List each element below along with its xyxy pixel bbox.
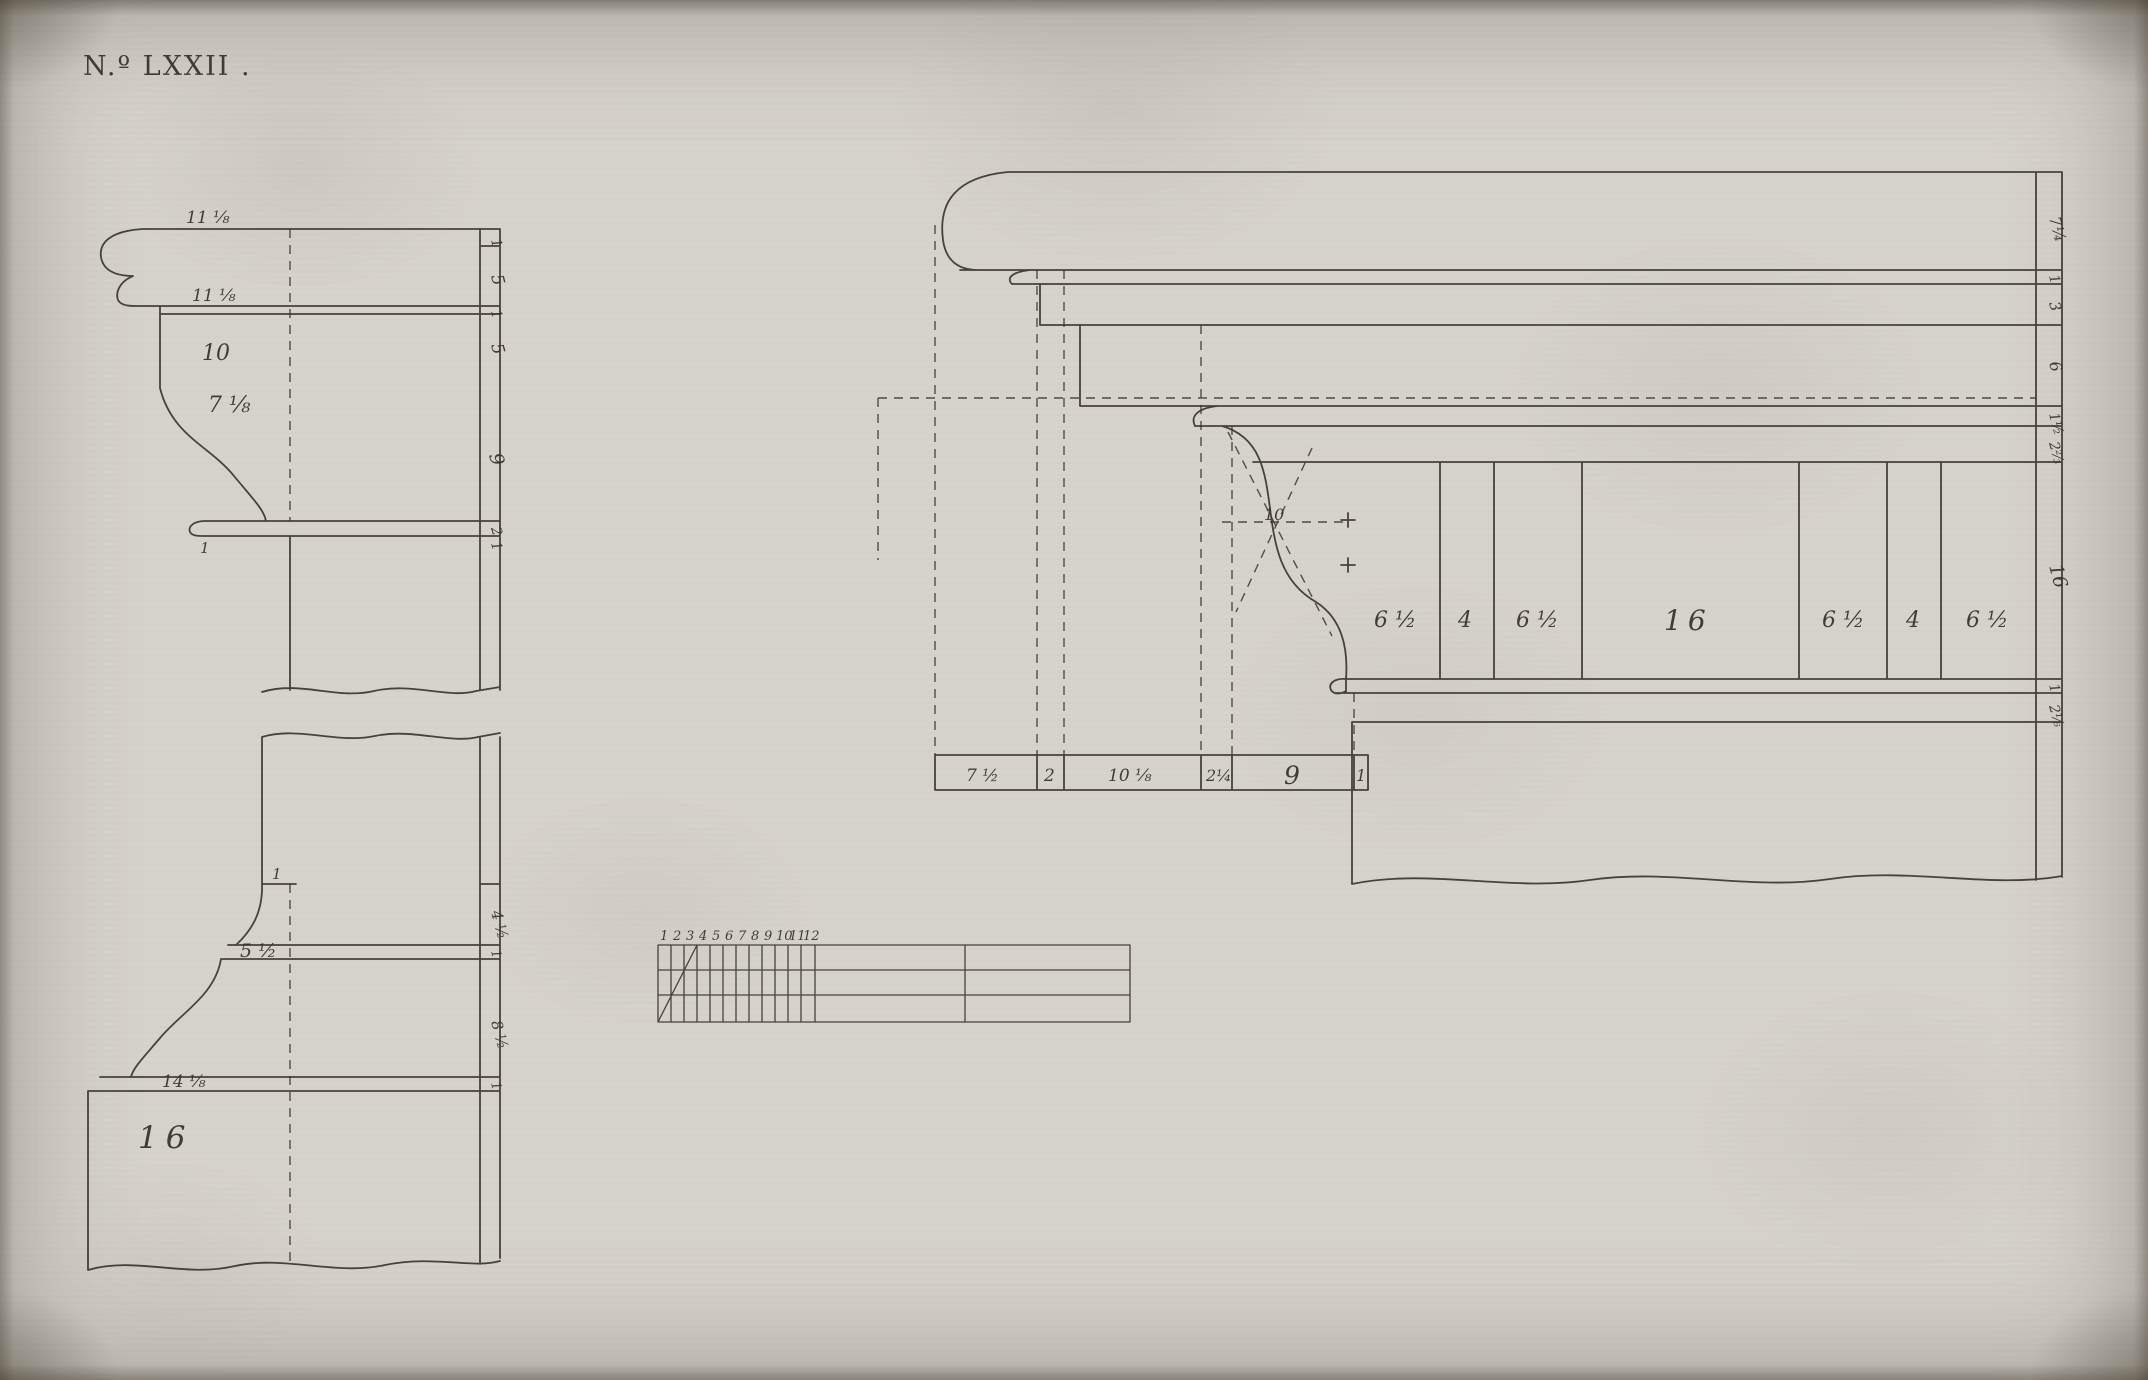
plan-outline <box>934 171 2063 885</box>
strip-dim-label: 16 <box>2044 562 2072 591</box>
left-profile-outline <box>87 228 501 1271</box>
strip-dim-label: 2¼ <box>1205 766 1232 785</box>
strip-dim-label: 7 ½ <box>966 766 999 786</box>
modillion-dim-label: 6 ½ <box>1516 608 1558 633</box>
strip-dim-label: 4 ½ <box>487 907 512 941</box>
left-profile-figure: 11 ⅛ 11 ⅛ 10 7 ⅛ 1 1 5 ½ 14 ⅛ 16 1 5 1 5… <box>87 208 512 1271</box>
scale-number: 11 <box>789 929 806 944</box>
strip-dim-label: 1 <box>487 948 504 960</box>
modillion-dim-label: 6 ½ <box>1966 608 2008 633</box>
strip-dim-label: 1 <box>487 540 505 553</box>
scale-number: 9 <box>764 929 772 944</box>
scale-number: 10 <box>776 929 793 944</box>
dim-label: 7 ⅛ <box>208 393 251 418</box>
scale-bar-grid <box>657 944 1131 1023</box>
modillion-dim-label: 16 <box>1664 604 1712 637</box>
scale-number: 1 <box>660 929 668 944</box>
dim-label: 10 <box>202 341 230 366</box>
scale-number: 2 <box>672 929 681 944</box>
strip-dim-label: 2 <box>487 524 505 538</box>
strip-dim-label: 2⅔ <box>2045 439 2067 466</box>
strip-dim-label: 1 <box>1356 766 1366 785</box>
strip-dim-label: 6 <box>2045 359 2066 374</box>
strip-dim-label: 9 <box>484 451 508 468</box>
plate-number: N.º LXXII . <box>83 51 252 82</box>
strip-dim-label: 1 <box>487 237 505 250</box>
strip-dim-label: 9 <box>1284 761 1300 790</box>
strip-dim-label: 5 <box>486 341 508 357</box>
strip-dim-label: 1 <box>2045 273 2063 286</box>
strip-dim-label: 2 <box>1043 766 1055 786</box>
scale-number: 12 <box>803 929 820 944</box>
strip-dim-label: 8 ½ <box>487 1018 512 1051</box>
strip-dim-label: 7¼ <box>2045 214 2070 244</box>
scale-number: 6 <box>725 929 733 944</box>
plan-construction-dashed-lines <box>877 225 2036 755</box>
dim-label: 11 ⅛ <box>186 208 230 228</box>
scale-number: 5 <box>712 929 720 944</box>
scale-number: 7 <box>738 929 747 944</box>
diagonal-scale-bar: 1 2 3 4 5 6 7 8 9 10 11 12 <box>657 929 1131 1023</box>
dim-label: 11 ⅛ <box>192 286 236 306</box>
dim-label: 5 ½ <box>240 940 277 962</box>
strip-dim-label: 5 <box>486 272 508 288</box>
strip-dim-label: 1 <box>487 1080 504 1092</box>
scale-number: 4 <box>698 929 707 944</box>
modillion-dim-label: 6 ½ <box>1822 608 1864 633</box>
modillion-dim-label: 6 ½ <box>1374 608 1416 633</box>
dim-label: 16 <box>138 1120 193 1156</box>
dim-label: 1 <box>200 539 210 557</box>
strip-dim-label: 10 ⅛ <box>1108 766 1152 786</box>
strip-dim-label: 1 <box>487 308 505 321</box>
dim-label: 14 ⅛ <box>162 1072 206 1092</box>
strip-dim-label: 1 <box>2045 682 2063 695</box>
cornice-plan-figure: 10 6 ½ 4 6 ½ 16 6 ½ 4 6 ½ 7 ½ 2 10 ⅛ 2¼ … <box>877 171 2072 885</box>
scale-number: 8 <box>751 929 759 944</box>
modillion-dim-label: 4 <box>1905 608 1920 633</box>
dim-label: 10 <box>1264 505 1284 524</box>
strip-dim-label: 2⅙ <box>2045 702 2067 729</box>
dim-label: 1 <box>272 865 282 883</box>
scale-number: 3 <box>686 929 694 944</box>
strip-dim-label: 1½ <box>2045 411 2066 437</box>
strip-dim-label: 3 <box>2045 299 2065 313</box>
modillion-dim-label: 4 <box>1457 608 1472 633</box>
